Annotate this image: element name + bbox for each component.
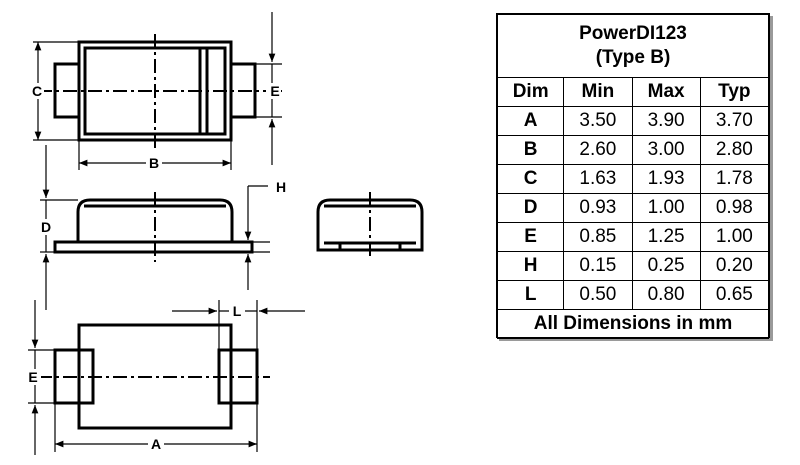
table-row: C 1.63 1.93 1.78 bbox=[496, 164, 770, 194]
cell-min: 0.15 bbox=[563, 251, 633, 281]
table-title-cell: PowerDI123 (Type B) bbox=[497, 14, 769, 78]
dimensions-table: PowerDI123 (Type B) Dim Min Max Typ A 3.… bbox=[496, 13, 770, 339]
dimension-label-c: C bbox=[32, 83, 42, 99]
cell-min: 0.50 bbox=[563, 280, 633, 310]
cell-typ: 3.70 bbox=[699, 106, 770, 136]
dimension-label-h: H bbox=[276, 179, 286, 195]
table-row: H 0.15 0.25 0.20 bbox=[496, 251, 770, 281]
dimension-label-d: D bbox=[41, 219, 51, 235]
header-min: Min bbox=[563, 77, 633, 107]
cell-dim: E bbox=[496, 222, 565, 252]
dimension-label-b: B bbox=[149, 155, 159, 171]
dimension-label-a: A bbox=[151, 436, 161, 452]
table-subtitle: (Type B) bbox=[595, 47, 671, 68]
cell-max: 0.25 bbox=[631, 251, 701, 281]
table-row: A 3.50 3.90 3.70 bbox=[496, 106, 770, 136]
cell-max: 0.80 bbox=[631, 280, 701, 310]
dimension-label-e-bottom: E bbox=[28, 369, 37, 385]
dimension-label-l: L bbox=[233, 303, 242, 319]
cell-min: 0.85 bbox=[563, 222, 633, 252]
end-view bbox=[316, 192, 424, 260]
header-max: Max bbox=[631, 77, 701, 107]
bottom-view: L E A bbox=[27, 300, 305, 455]
header-dim: Dim bbox=[496, 77, 565, 107]
cell-max: 1.93 bbox=[631, 164, 701, 194]
cell-dim: L bbox=[496, 280, 565, 310]
table-row: L 0.50 0.80 0.65 bbox=[496, 280, 770, 310]
cell-min: 3.50 bbox=[563, 106, 633, 136]
cell-max: 3.90 bbox=[631, 106, 701, 136]
cell-max: 1.00 bbox=[631, 193, 701, 223]
cell-typ: 2.80 bbox=[699, 135, 770, 165]
table-header-row: Dim Min Max Typ bbox=[496, 77, 770, 107]
cell-typ: 0.20 bbox=[699, 251, 770, 281]
cell-dim: D bbox=[496, 193, 565, 223]
top-view: C E B bbox=[30, 12, 282, 171]
cell-min: 2.60 bbox=[563, 135, 633, 165]
cell-typ: 1.00 bbox=[699, 222, 770, 252]
cell-typ: 1.78 bbox=[699, 164, 770, 194]
dimension-label-e-top: E bbox=[270, 83, 279, 99]
cell-max: 1.25 bbox=[631, 222, 701, 252]
table-row: D 0.93 1.00 0.98 bbox=[496, 193, 770, 223]
cell-max: 3.00 bbox=[631, 135, 701, 165]
table-title: PowerDI123 bbox=[579, 23, 687, 44]
cell-dim: C bbox=[496, 164, 565, 194]
cell-dim: B bbox=[496, 135, 565, 165]
side-view: D H bbox=[39, 145, 286, 310]
table-footer: All Dimensions in mm bbox=[497, 309, 769, 339]
header-typ: Typ bbox=[699, 77, 770, 107]
table-row: E 0.85 1.25 1.00 bbox=[496, 222, 770, 252]
cell-typ: 0.98 bbox=[699, 193, 770, 223]
cell-typ: 0.65 bbox=[699, 280, 770, 310]
cell-min: 0.93 bbox=[563, 193, 633, 223]
cell-min: 1.63 bbox=[563, 164, 633, 194]
cell-dim: H bbox=[496, 251, 565, 281]
table-row: B 2.60 3.00 2.80 bbox=[496, 135, 770, 165]
cell-dim: A bbox=[496, 106, 565, 136]
